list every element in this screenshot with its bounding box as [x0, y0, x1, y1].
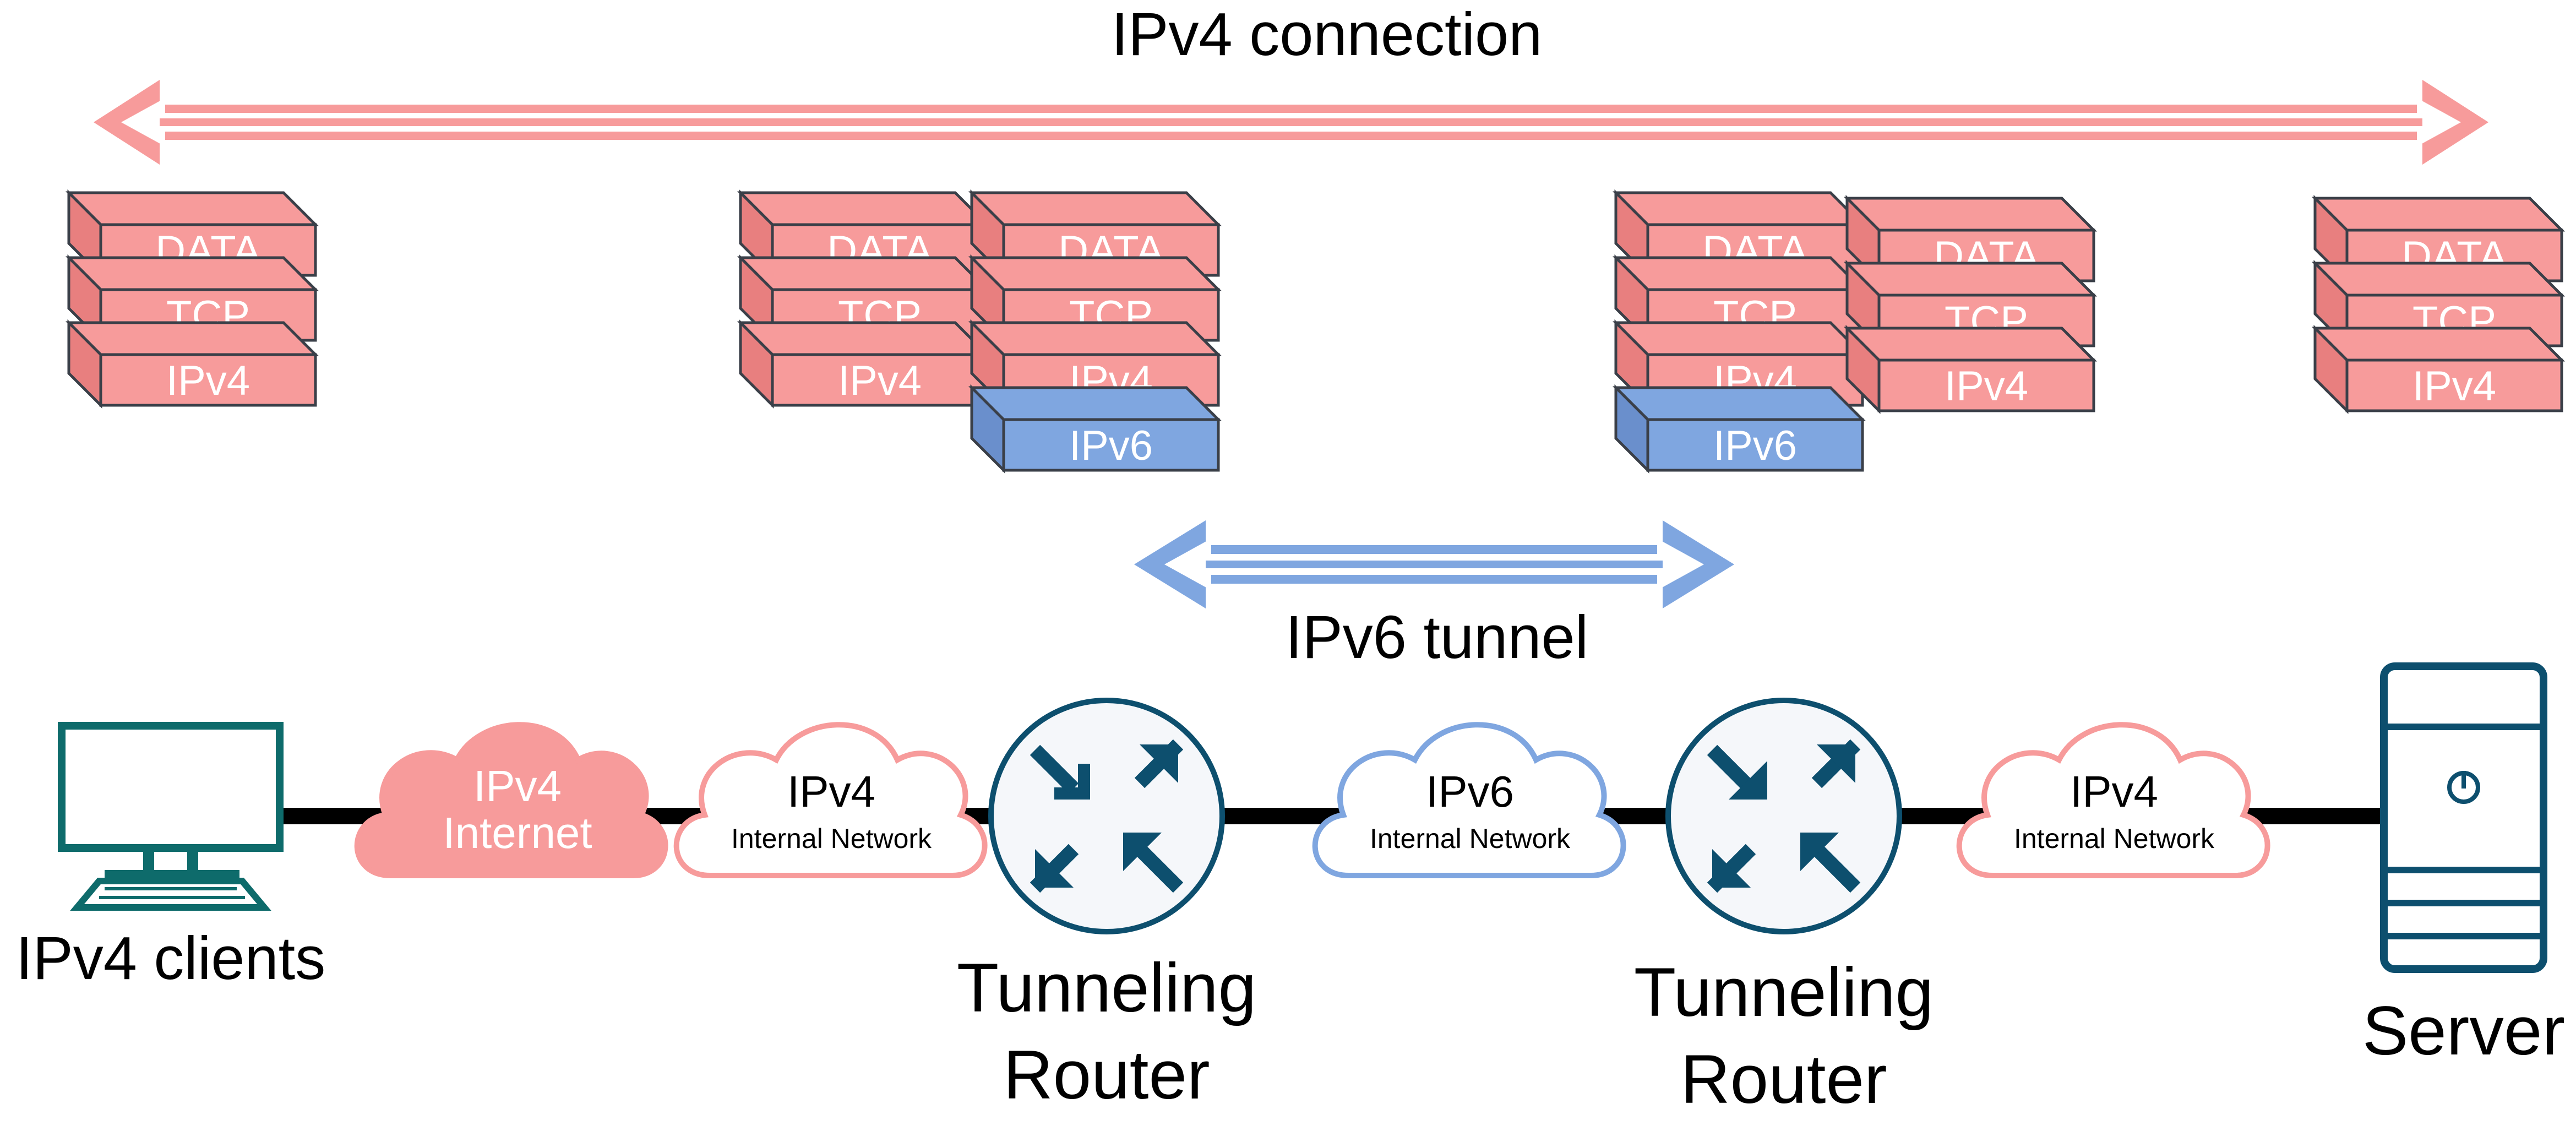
- server-tower-icon: [2380, 662, 2547, 973]
- packet-layer-label: IPv6: [1713, 422, 1797, 469]
- packet-layer-tcp: TCP: [1843, 259, 2098, 350]
- cloud-subtitle: Internet: [443, 808, 592, 857]
- router-arrows-icon: [988, 698, 1225, 934]
- packet-layer-label: IPv4: [2412, 363, 2496, 410]
- packet-layer-ipv6: IPv6: [1612, 384, 1866, 474]
- ipv4-connection-arrow: [94, 80, 2488, 165]
- cloud-title: IPv4: [473, 762, 562, 811]
- packet-layer-tcp: TCP: [968, 254, 1222, 344]
- router-2: [1665, 698, 1902, 934]
- cloud-ipv4-internal-2: IPv4 Internal Network: [1959, 725, 2268, 876]
- packet-layer-ipv4: IPv4: [737, 319, 991, 409]
- cloud-subtitle: Internal Network: [731, 823, 932, 854]
- cloud-ipv4-internal-1: IPv4 Internal Network: [677, 725, 985, 876]
- packet-layer-label: IPv4: [1945, 363, 2028, 410]
- packet-layer-ipv6: IPv6: [968, 384, 1222, 474]
- router-1-label-line2: Router: [1003, 1037, 1210, 1113]
- packet-layer-label: IPv6: [1069, 422, 1153, 469]
- ipv6-tunnel-arrow: [1134, 520, 1734, 608]
- clients-label: IPv4 clients: [16, 925, 325, 992]
- packet-layer-ipv4: IPv4: [2311, 324, 2566, 415]
- cloud-subtitle: Internal Network: [2014, 823, 2215, 854]
- computer-monitor-icon: [58, 722, 284, 911]
- router-arrows-icon: [1665, 698, 1902, 934]
- ipv4-connection-label: IPv4 connection: [1112, 1, 1543, 68]
- cloud-ipv4-internet: IPv4 Internet: [357, 725, 666, 876]
- packet-stacks: DATATCPIPv4DATATCPIPv4DATATCPIPv4IPv6DAT…: [65, 189, 2566, 474]
- packet-layer-ipv4: IPv4: [65, 319, 319, 409]
- cloud-subtitle: Internal Network: [1370, 823, 1571, 854]
- router-1: [988, 698, 1225, 934]
- router-1-label-line1: Tunneling: [957, 950, 1256, 1026]
- server-label: Server: [2362, 993, 2565, 1069]
- packet-layer-label: IPv4: [166, 357, 250, 404]
- cloud-title: IPv4: [2070, 767, 2158, 816]
- cloud-ipv6-internal: IPv6 Internal Network: [1315, 725, 1624, 876]
- router-2-label-line1: Tunneling: [1634, 954, 1934, 1031]
- cloud-title: IPv6: [1426, 767, 1514, 816]
- cloud-title: IPv4: [787, 767, 875, 816]
- packet-layer-ipv4: IPv4: [1843, 324, 2098, 415]
- packet-layer-label: IPv4: [838, 357, 922, 404]
- ipv6-tunnel-label: IPv6 tunnel: [1286, 603, 1588, 671]
- router-2-label-line2: Router: [1680, 1041, 1887, 1118]
